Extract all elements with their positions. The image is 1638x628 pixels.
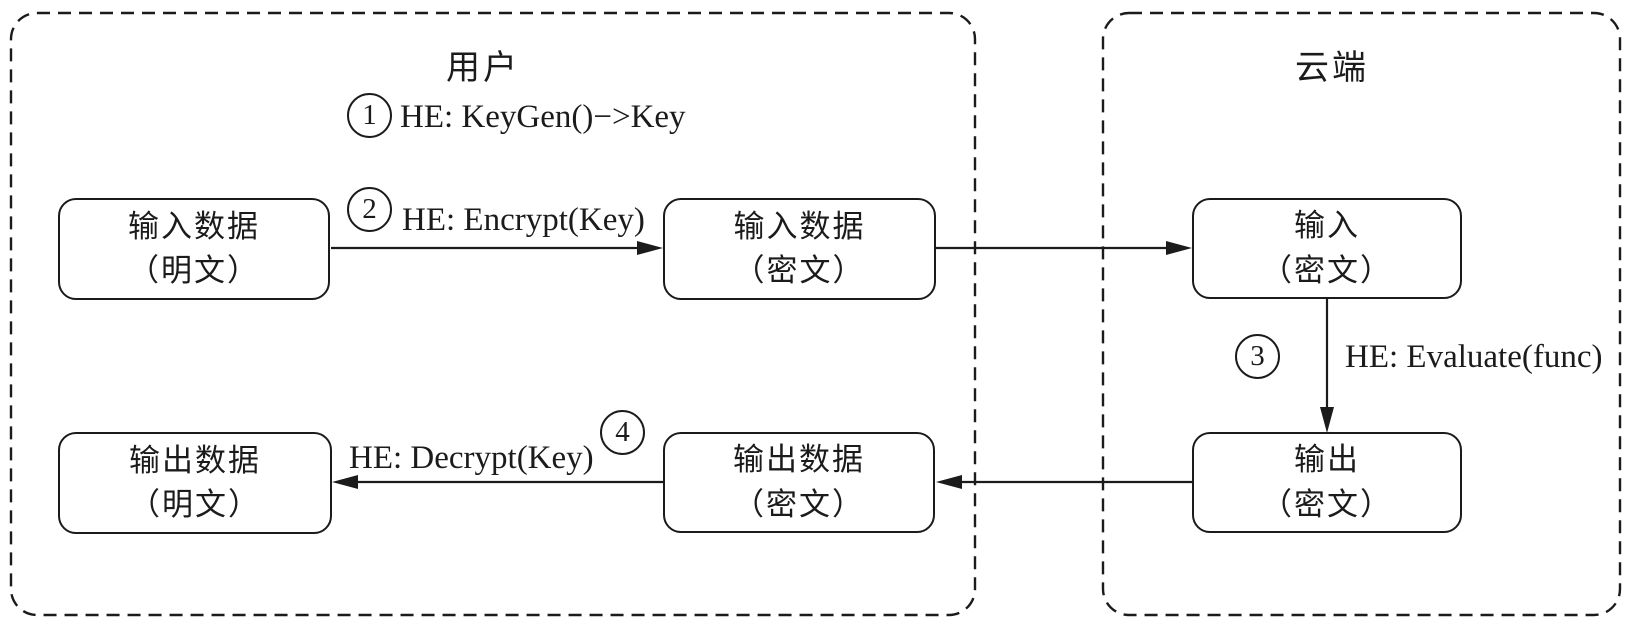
node-output-plaintext-line1: 输出数据 [129,442,261,478]
step-3-badge: 3 [1235,334,1280,379]
step-3-number: 3 [1250,340,1265,372]
step-4-label: HE: Decrypt(Key) [349,440,594,476]
node-cloud-output-ciphertext: 输出 （密文） [1192,432,1462,533]
arrow-decrypt [332,475,663,489]
node-input-plaintext-line1: 输入数据 [128,208,260,244]
user-region-border [9,11,977,617]
node-input-ciphertext: 输入数据 （密文） [663,198,936,300]
node-input-plaintext-line2: （明文） [128,253,260,288]
node-output-ciphertext-line2: （密文） [733,486,865,522]
step-2-badge: 2 [347,187,392,232]
node-output-ciphertext-line1: 输出数据 [733,442,865,478]
step-1-label: HE: KeyGen()−>Key [400,99,686,135]
step-1-number: 1 [362,99,377,131]
step-4-number: 4 [615,416,630,448]
node-output-ciphertext: 输出数据 （密文） [663,432,935,533]
node-cloud-input-line1: 输入 [1294,208,1360,244]
step-2-number: 2 [362,193,377,225]
node-cloud-output-line1: 输出 [1294,442,1360,478]
step-4-badge: 4 [600,410,645,455]
node-input-ciphertext-line2: （密文） [733,253,866,288]
node-input-ciphertext-line1: 输入数据 [733,208,866,244]
arrow-encrypt [331,241,663,255]
node-cloud-input-line2: （密文） [1261,252,1393,288]
cloud-region-border [1101,11,1622,617]
node-output-plaintext: 输出数据 （明文） [58,432,332,534]
cloud-region-title: 云端 [1295,50,1369,87]
node-input-plaintext: 输入数据 （明文） [58,198,330,300]
step-3-label: HE: Evaluate(func) [1345,339,1603,375]
arrow-evaluate [1320,299,1334,433]
node-output-plaintext-line2: （明文） [129,487,261,522]
arrow-download [936,475,1192,489]
node-cloud-output-line2: （密文） [1261,486,1393,522]
step-1-badge: 1 [347,93,392,138]
node-cloud-input-ciphertext: 输入 （密文） [1192,198,1462,299]
user-region-title: 用户 [446,50,520,87]
arrow-upload [936,241,1192,255]
step-2-label: HE: Encrypt(Key) [402,202,645,238]
